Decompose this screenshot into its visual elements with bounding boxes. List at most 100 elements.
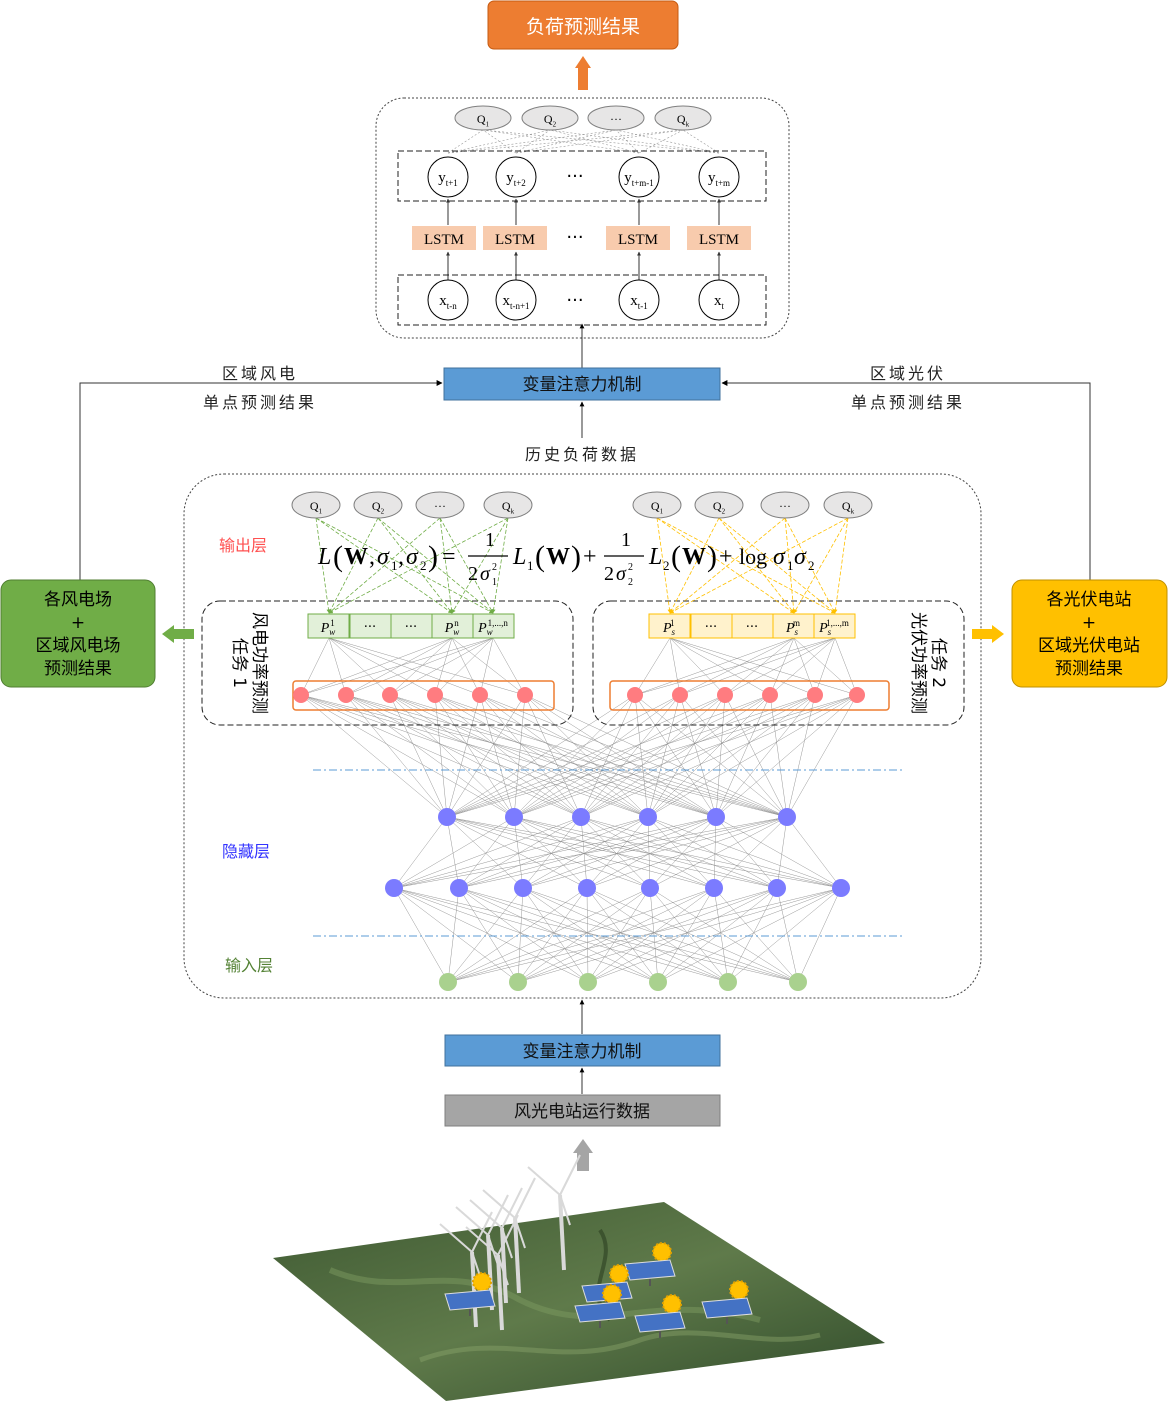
edge bbox=[647, 816, 778, 889]
pv-result-line4: 预测结果 bbox=[1055, 659, 1123, 679]
sun-icon bbox=[609, 1264, 629, 1284]
pv-q-edge bbox=[718, 517, 836, 614]
edge bbox=[300, 637, 330, 696]
edge bbox=[345, 694, 717, 818]
q-connection-line bbox=[638, 129, 684, 154]
edge bbox=[586, 887, 659, 983]
edge bbox=[328, 637, 481, 696]
wind-q-edge bbox=[328, 517, 441, 614]
input-node bbox=[719, 973, 737, 991]
edge bbox=[522, 816, 717, 889]
wind-cell bbox=[390, 613, 433, 639]
edge bbox=[451, 637, 526, 696]
svg-text:W: W bbox=[344, 544, 368, 570]
turbine-blade bbox=[487, 1194, 509, 1236]
wind-cell-label: Pw1 bbox=[320, 618, 336, 637]
edge bbox=[447, 887, 588, 983]
edge bbox=[679, 637, 795, 696]
svg-text:风电功率预测: 风电功率预测 bbox=[249, 612, 269, 714]
pv-cell bbox=[690, 613, 733, 639]
edge bbox=[715, 694, 771, 818]
svg-text:W: W bbox=[546, 544, 570, 570]
edge bbox=[513, 816, 778, 889]
lstm-cell bbox=[606, 226, 670, 250]
edge bbox=[669, 637, 858, 696]
hidden-layer-label: 隐藏层 bbox=[222, 842, 270, 861]
edge bbox=[393, 816, 582, 889]
svg-text:σ: σ bbox=[616, 563, 627, 585]
edge bbox=[446, 816, 842, 889]
q-node-label: Q2 bbox=[544, 112, 557, 128]
edge bbox=[446, 694, 858, 818]
svg-text:1: 1 bbox=[787, 558, 794, 573]
edge bbox=[522, 816, 582, 889]
pv-cell-label: Ps1 bbox=[662, 618, 676, 637]
edge bbox=[393, 887, 659, 983]
edge bbox=[522, 887, 799, 983]
edge bbox=[300, 637, 453, 696]
edge bbox=[669, 637, 726, 696]
pv-cell bbox=[731, 613, 774, 639]
task1-label: 任务 1 bbox=[229, 638, 249, 688]
svg-text:1: 1 bbox=[492, 577, 497, 588]
wind-q-edge bbox=[315, 517, 494, 614]
edge bbox=[458, 887, 659, 983]
gray-up-arrow-icon bbox=[573, 1139, 593, 1171]
station-data-box bbox=[444, 1094, 721, 1127]
turbine-blade bbox=[559, 1194, 571, 1226]
edge bbox=[634, 637, 795, 696]
edge bbox=[649, 887, 729, 983]
task1-sublabel: 风电功率预测 bbox=[249, 612, 269, 714]
ellipsis: ··· bbox=[566, 290, 583, 311]
edge bbox=[793, 637, 816, 696]
edge bbox=[458, 816, 582, 889]
svg-text:1: 1 bbox=[485, 529, 495, 551]
wind-cell bbox=[431, 613, 474, 639]
svg-text:(: ( bbox=[333, 540, 343, 573]
edge bbox=[328, 637, 347, 696]
edge bbox=[479, 637, 494, 696]
pv-q-label: Qk bbox=[842, 499, 855, 515]
edge bbox=[679, 637, 836, 696]
svg-text:2: 2 bbox=[808, 558, 815, 573]
edge bbox=[513, 816, 651, 889]
edge bbox=[513, 694, 858, 818]
edge bbox=[300, 694, 582, 818]
edge bbox=[458, 887, 729, 983]
edge bbox=[587, 887, 778, 983]
wind-q-edge bbox=[451, 517, 509, 614]
edge bbox=[580, 694, 858, 818]
lstm-cell bbox=[483, 226, 547, 250]
edge bbox=[300, 637, 494, 696]
hidden-node bbox=[450, 879, 468, 897]
edge bbox=[513, 694, 636, 818]
edge bbox=[434, 637, 453, 696]
edge bbox=[451, 637, 481, 696]
pv-cell-label: Psm bbox=[785, 618, 800, 637]
attention-label-top: 变量注意力机制 bbox=[523, 375, 642, 395]
edge bbox=[634, 694, 717, 818]
svg-text:σ: σ bbox=[406, 544, 419, 570]
edge bbox=[434, 694, 788, 818]
edge bbox=[715, 694, 816, 818]
edge bbox=[793, 637, 858, 696]
edge bbox=[458, 887, 519, 983]
attention-box-top bbox=[443, 367, 721, 401]
output-node bbox=[472, 687, 488, 703]
edge bbox=[446, 816, 715, 889]
q-connection-line bbox=[515, 129, 684, 154]
edge bbox=[715, 816, 778, 889]
edge bbox=[580, 816, 715, 889]
edge bbox=[300, 694, 788, 818]
edge bbox=[724, 637, 836, 696]
edge bbox=[580, 816, 778, 889]
hidden-node bbox=[832, 879, 850, 897]
svg-text:2: 2 bbox=[663, 558, 670, 573]
pv-q-edge bbox=[793, 517, 849, 614]
edge bbox=[634, 637, 836, 696]
wind-q-edge bbox=[315, 517, 331, 614]
pv-single-line bbox=[721, 380, 1091, 580]
wind-turbine-icon bbox=[513, 1217, 521, 1294]
edge bbox=[393, 887, 729, 983]
svg-text:2: 2 bbox=[604, 563, 614, 585]
